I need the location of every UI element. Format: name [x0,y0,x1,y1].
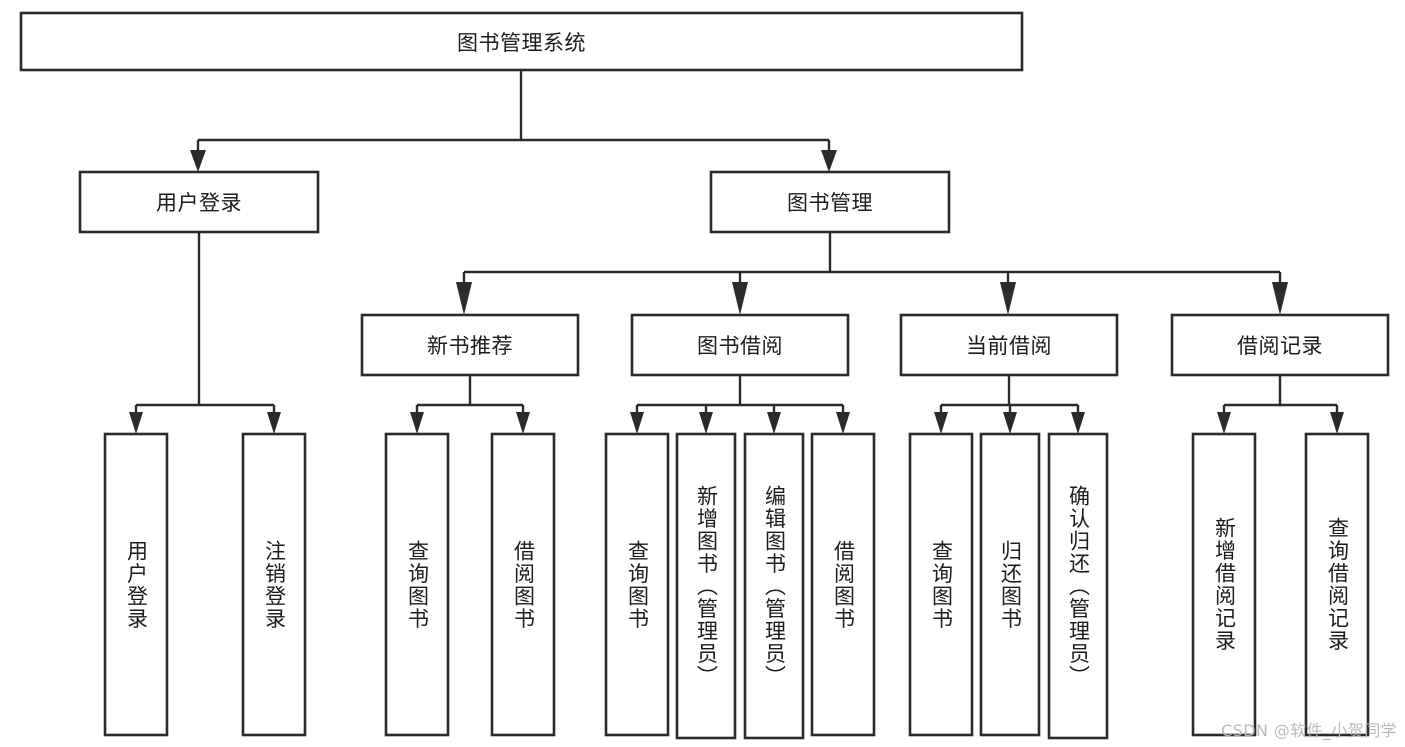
node-root[interactable] [19,11,1024,72]
arrowhead-leaf-borrow-book-2 [836,412,850,434]
leafbox-borrow-book-1[interactable] [490,432,556,737]
leafbox-return-book[interactable] [979,432,1041,737]
arrowhead-leaf-borrow-book-1 [516,412,530,434]
arrowhead-leaf-user-login [129,412,143,434]
node-book-borrow[interactable] [630,313,850,377]
arrowhead-leaf-confirm-return [1071,412,1085,434]
leafbox-add-book[interactable] [675,432,737,740]
node-current-borrow[interactable] [899,313,1119,377]
leafbox-query-book-2[interactable] [604,432,670,737]
arrowhead-current-borrow [1000,282,1016,315]
arrowhead-borrow-record [1272,282,1288,315]
arrowhead-leaf-logout [267,412,281,434]
arrowhead-leaf-return-book [1003,412,1017,434]
leafbox-logout[interactable] [241,432,307,737]
leafbox-borrow-book-2[interactable] [810,432,876,737]
leafbox-user-login[interactable] [103,432,169,737]
leafbox-add-record[interactable] [1191,432,1257,737]
arrowhead-leaf-query-book-2 [630,412,644,434]
node-user-login[interactable] [78,170,320,234]
arrowhead-book-manage [821,150,837,172]
node-new-book-recommend[interactable] [360,313,580,377]
arrowhead-leaf-edit-book [767,412,781,434]
leafbox-query-book-3[interactable] [908,432,974,737]
arrowhead-leaf-query-record [1330,412,1344,434]
leafbox-confirm-return[interactable] [1047,432,1109,740]
node-book-manage[interactable] [709,170,951,234]
arrowhead-leaf-query-book-3 [934,412,948,434]
arrowhead-book-borrow [732,282,748,315]
arrowhead-new-book-recommend [456,282,472,315]
leafbox-query-book-1[interactable] [384,432,450,737]
arrowhead-leaf-query-book-1 [410,412,424,434]
arrowhead-leaf-add-record [1217,412,1231,434]
arrowhead-leaf-add-book [699,412,713,434]
leafbox-edit-book[interactable] [743,432,805,740]
leafbox-query-record[interactable] [1304,432,1370,737]
node-borrow-record[interactable] [1170,313,1390,377]
arrowhead-user-login [190,150,206,172]
